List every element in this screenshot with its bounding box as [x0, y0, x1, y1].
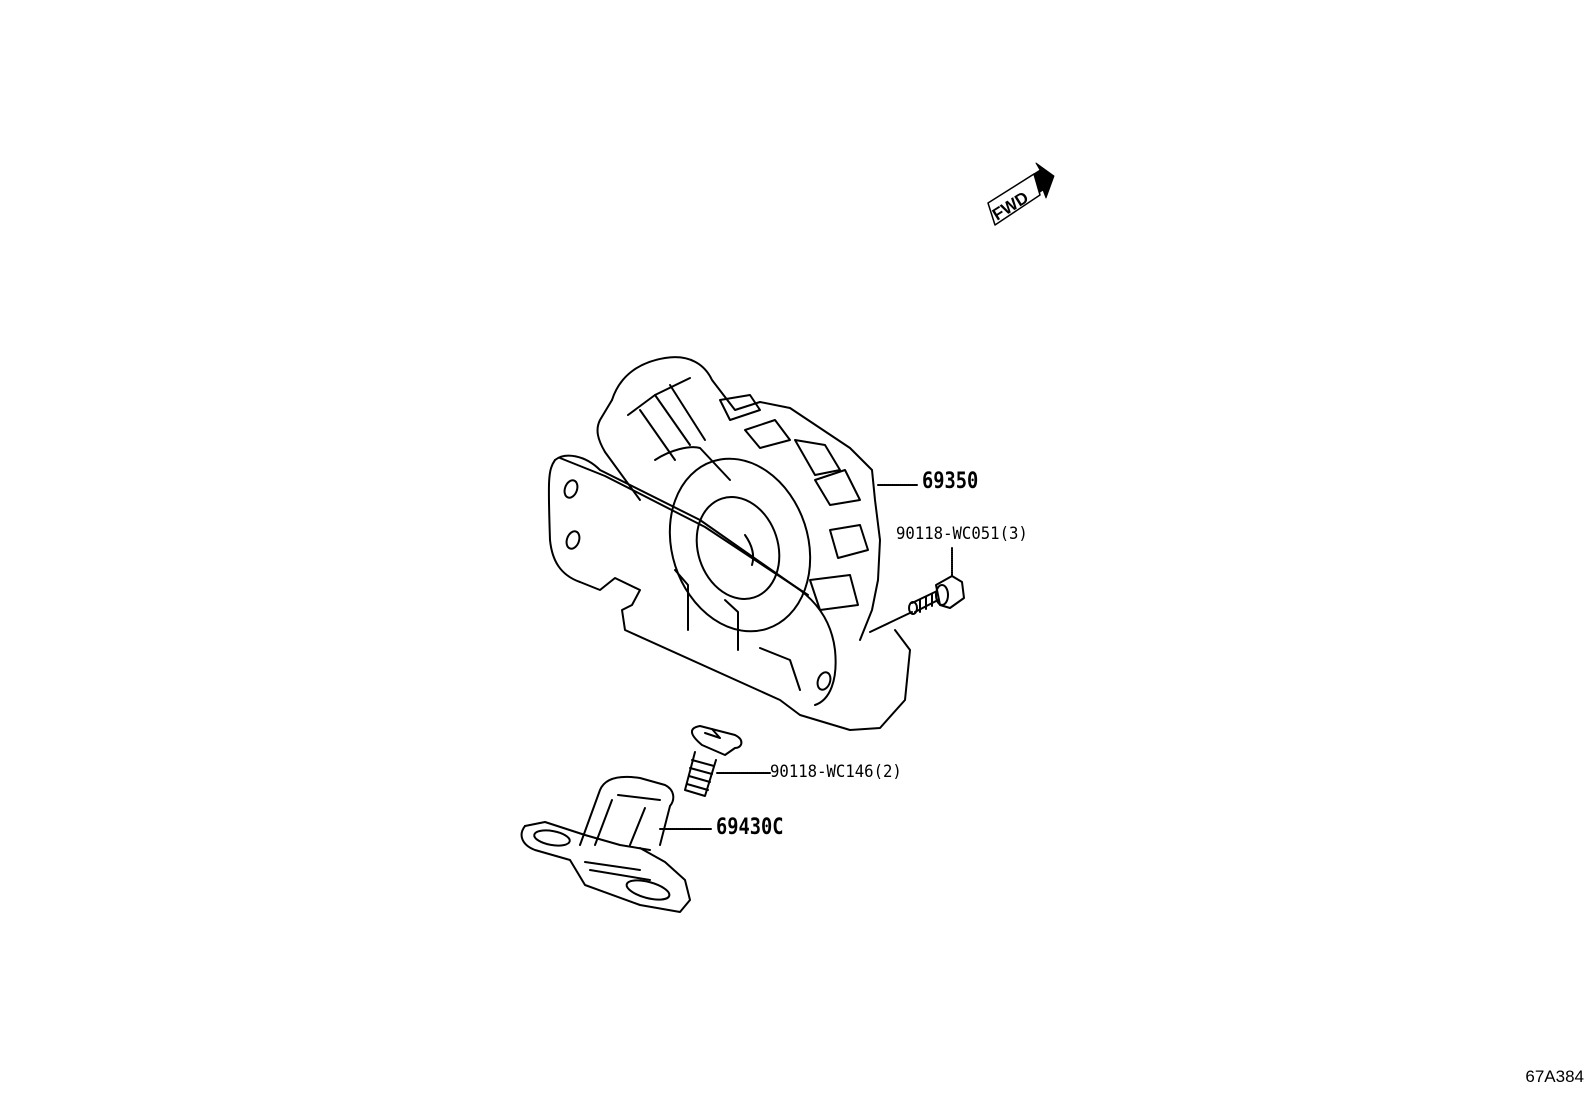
fwd-arrow-icon: FWD — [987, 162, 1055, 226]
part-label-69430c[interactable]: 69430C — [716, 815, 784, 840]
part-label-90118-wc146[interactable]: 90118-WC146(2) — [770, 762, 902, 782]
striker-drawing[interactable] — [520, 775, 713, 913]
bolt-drawing[interactable] — [869, 547, 965, 633]
figure-id: 67A384 — [1525, 1067, 1584, 1086]
motor-assembly-drawing[interactable] — [547, 356, 911, 731]
part-label-90118-wc051[interactable]: 90118-WC051(3) — [896, 524, 1028, 544]
screw-drawing[interactable] — [684, 725, 771, 797]
part-label-69350[interactable]: 69350 — [922, 469, 979, 494]
